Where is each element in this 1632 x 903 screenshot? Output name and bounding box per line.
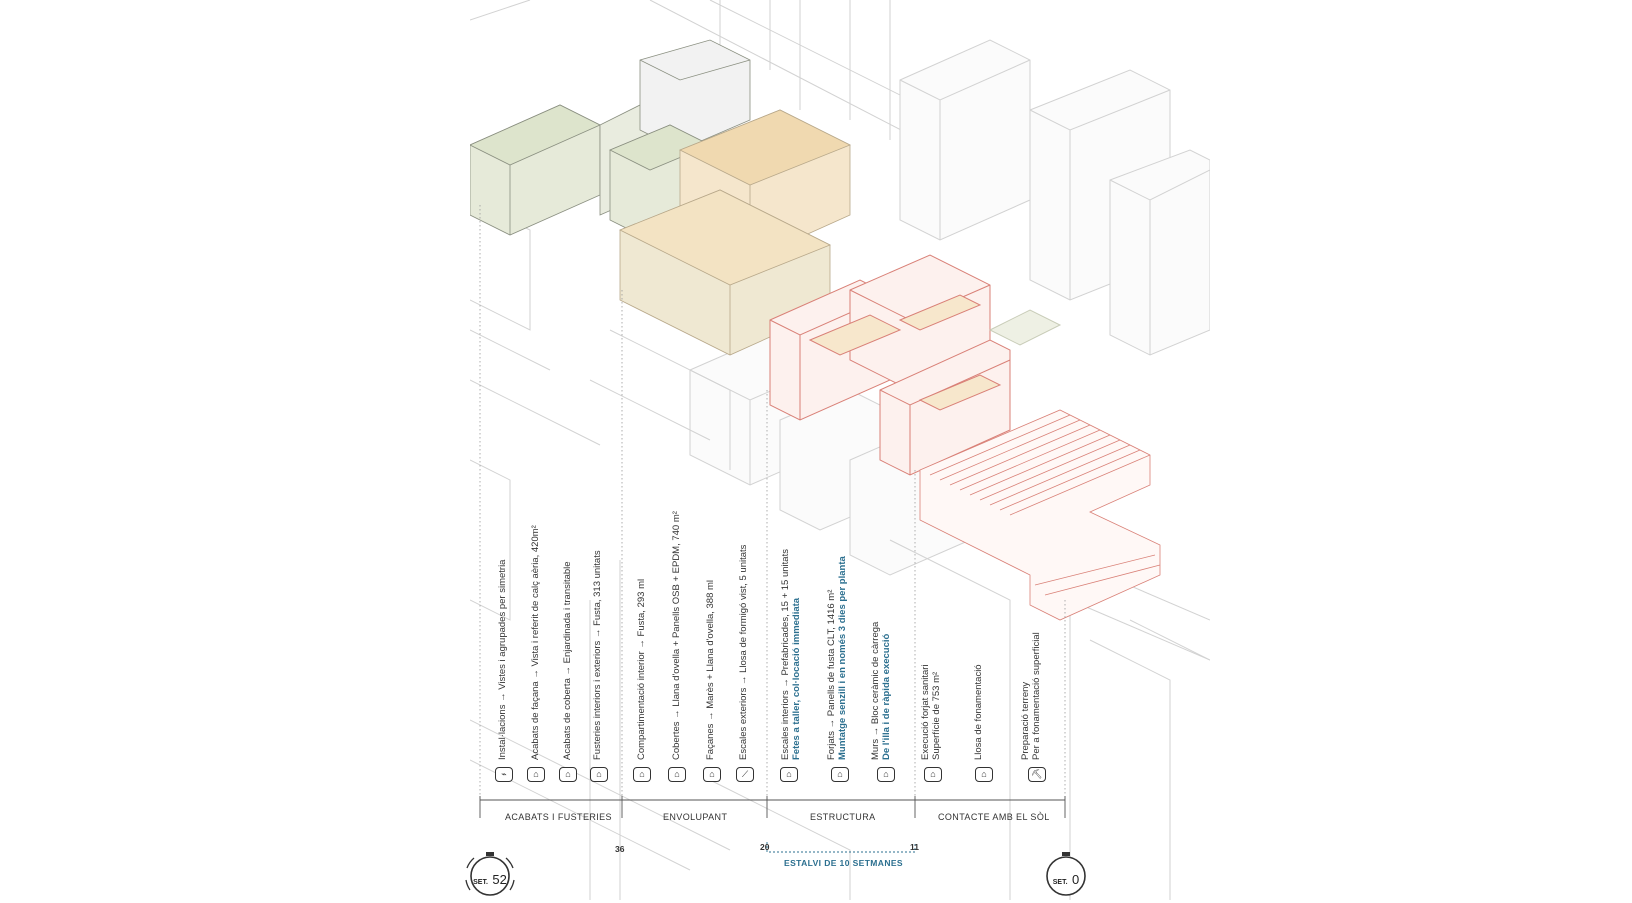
roofing-icon: ⌂	[668, 767, 686, 782]
partition-icon: ⌂	[633, 767, 651, 782]
label-fonamentacio: Llosa de fonamentació	[973, 664, 984, 760]
stopwatch-start-text: SET. 52	[473, 872, 507, 887]
label-escales-interiors: Escales interiors → Prefabricades, 15 + …	[780, 549, 802, 760]
label-installacions: Instal·lacions → Vistes i agrupades per …	[497, 559, 508, 760]
stopwatch-start: SET. 52	[464, 846, 516, 898]
foundation-icon: ⌂	[975, 767, 993, 782]
label-fusteries: Fusteries interiors i exteriors → Fusta,…	[592, 550, 603, 760]
label-acabats-coberta: Acabats de coberta → Enjardinada i trans…	[562, 561, 573, 760]
stopwatch-icon	[465, 852, 515, 896]
stopwatch-end-text: SET. 0	[1052, 872, 1080, 887]
interior-stairs-icon: ⌂	[780, 767, 798, 782]
label-compartimentacio: Compartimentació interior → Fusta, 293 m…	[636, 578, 647, 760]
label-cobertes: Cobertes → Llana d'ovella + Panells OSB …	[671, 511, 682, 760]
label-acabats-facana: Acabats de façana → Vista i referit de c…	[530, 525, 541, 760]
week-36-marker: 36	[615, 844, 625, 854]
carpentry-icon: ⌂	[590, 767, 608, 782]
roof-finish-icon: ⌂	[559, 767, 577, 782]
week-11-marker: 11	[910, 842, 919, 852]
excavator-icon: ⛏	[1028, 767, 1046, 782]
structure-volumes	[769, 254, 1062, 476]
phase-acabats-fusteries: ACABATS I FUSTERIES	[505, 812, 612, 822]
stopwatch-end: SET. 0	[1040, 846, 1092, 898]
week-20-marker: 20	[760, 842, 770, 852]
phase-envolupant: ENVOLUPANT	[663, 812, 728, 822]
label-escales-exteriors: Escales exteriors → Llosa de formigó vis…	[738, 544, 749, 760]
phase-contacte-sol: CONTACTE AMB EL SÒL	[938, 812, 1050, 822]
envelope-volumes	[619, 109, 851, 356]
sanitary-slab-icon: ⌂	[924, 767, 942, 782]
axonometric-drawing	[470, 0, 1210, 900]
foundation-grid	[919, 409, 1161, 621]
timeline	[479, 796, 1066, 853]
label-facanes: Façanes → Marès + Llana d'ovella, 388 ml	[705, 579, 716, 760]
facades-icon: ⌂	[703, 767, 721, 782]
walls-icon: ⌂	[877, 767, 895, 782]
facade-finish-icon: ⌂	[527, 767, 545, 782]
saving-label: ESTALVI DE 10 SETMANES	[784, 858, 904, 868]
phase-estructura: ESTRUCTURA	[810, 812, 876, 822]
construction-sequence-diagram: Instal·lacions → Vistes i agrupades per …	[465, 0, 1210, 900]
exterior-stairs-icon: ⟋	[736, 767, 754, 782]
stopwatch-icon	[1046, 852, 1086, 896]
slabs-icon: ⌂	[831, 767, 849, 782]
installations-icon: ⌁	[495, 767, 513, 782]
guide-lines	[479, 205, 1066, 800]
